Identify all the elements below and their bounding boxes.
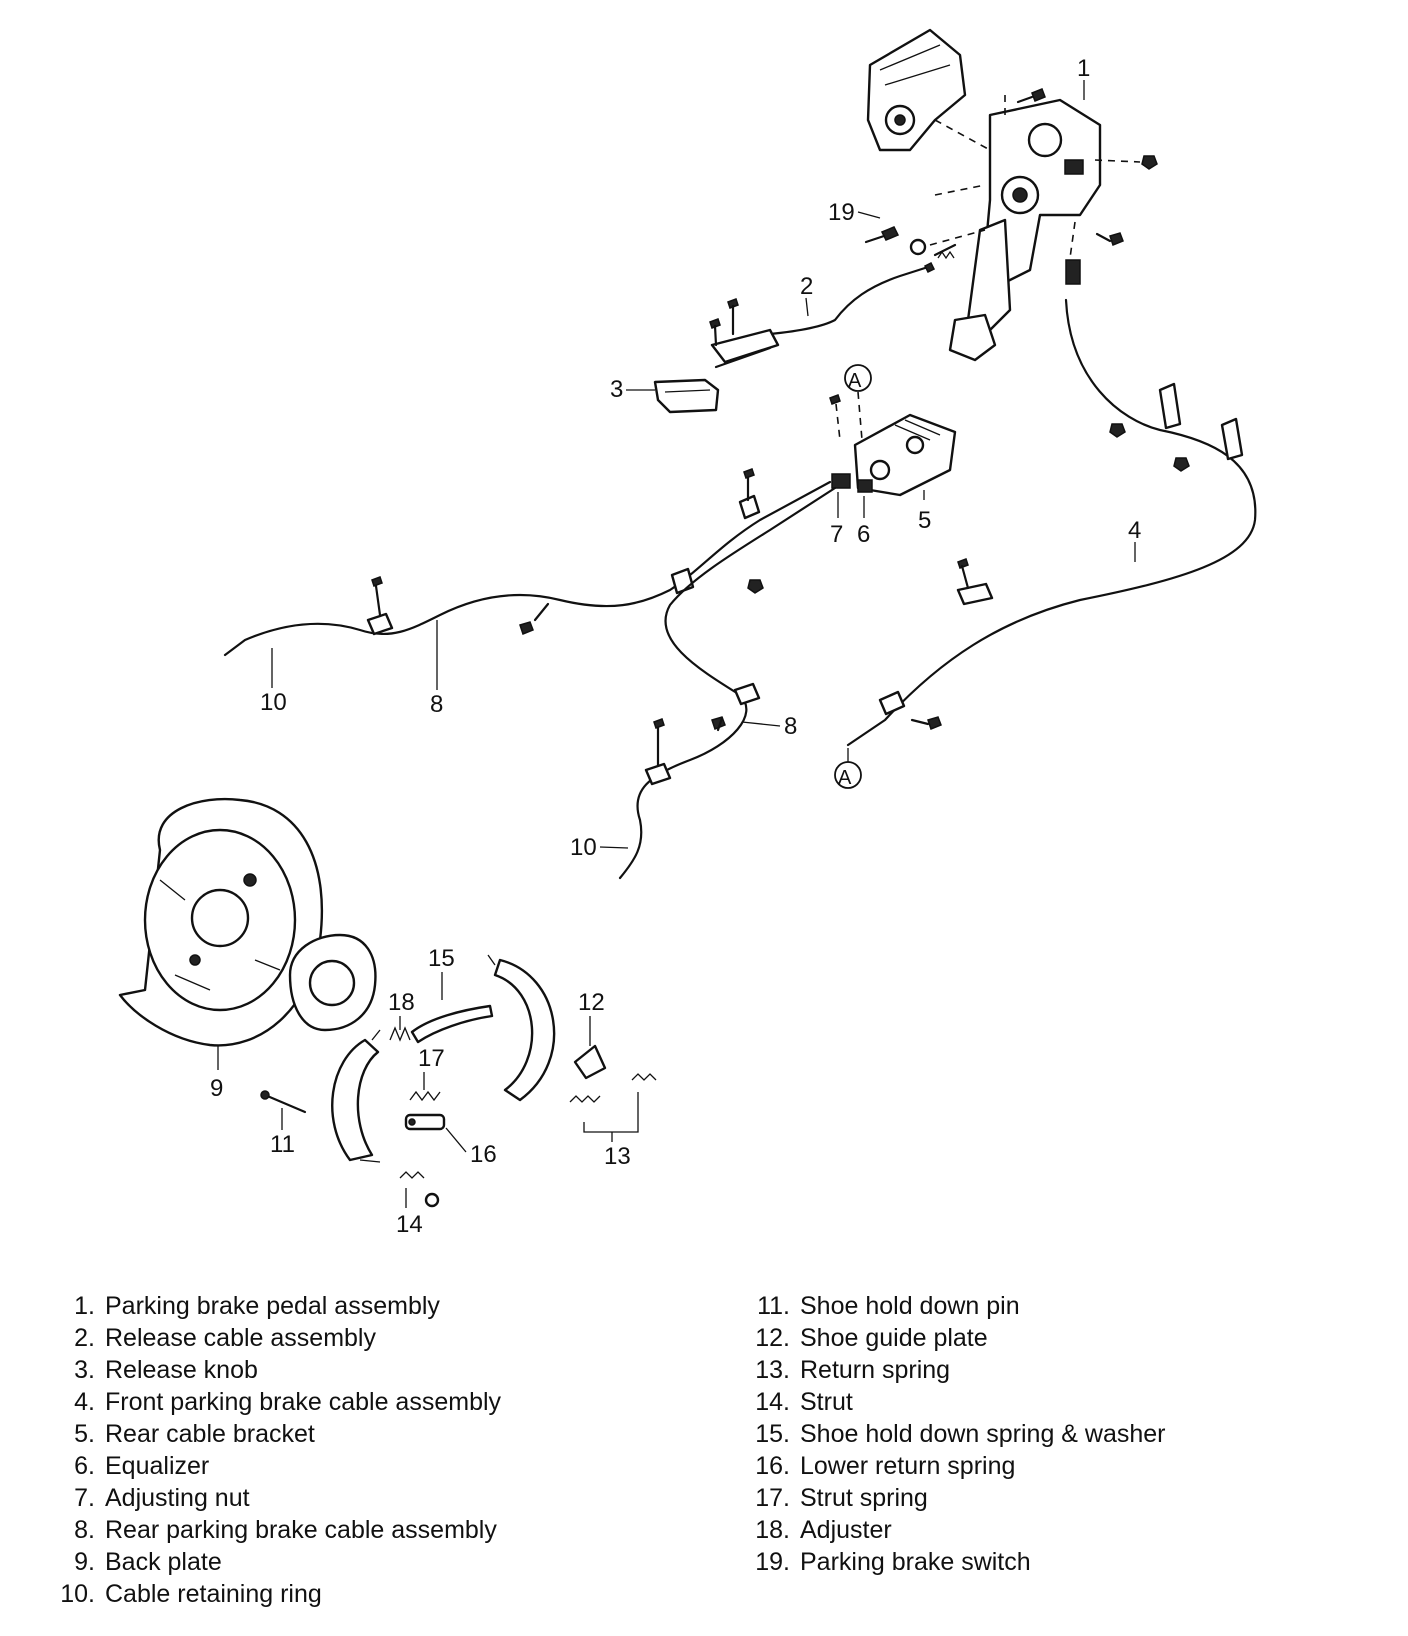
legend-item: 12.Shoe guide plate xyxy=(755,1324,988,1352)
legend-item: 7.Adjusting nut xyxy=(74,1484,250,1512)
brake-shoe-right-part xyxy=(487,954,556,1102)
callout-15: 14 xyxy=(396,1188,423,1238)
release-cable-part xyxy=(709,261,936,369)
svg-text:15: 15 xyxy=(428,945,455,972)
legend-item: 10.Cable retaining ring xyxy=(60,1580,322,1608)
callout-1: 1 xyxy=(1077,55,1090,100)
svg-text:A: A xyxy=(838,767,852,789)
legend-item: 16.Lower return spring xyxy=(755,1452,1016,1480)
callout-8-right: 8 xyxy=(741,713,797,740)
strut-part xyxy=(410,1004,494,1044)
svg-text:1: 1 xyxy=(1077,55,1090,82)
legend-item: 17.Strut spring xyxy=(755,1484,928,1512)
legend-item: 2.Release cable assembly xyxy=(74,1324,376,1352)
svg-text:14: 14 xyxy=(396,1211,423,1238)
pedal-assembly-part xyxy=(948,98,1102,362)
legend: 1.Parking brake pedal assembly 2.Release… xyxy=(0,1290,1408,1630)
marker-A-upper: A xyxy=(844,364,872,441)
marker-A-lower: A xyxy=(834,748,862,789)
svg-text:2: 2 xyxy=(800,273,813,300)
legend-item: 15.Shoe hold down spring & washer xyxy=(755,1420,1166,1448)
lower-return-spring-part xyxy=(409,1090,441,1102)
svg-text:5: 5 xyxy=(918,507,931,534)
svg-text:19: 19 xyxy=(828,199,855,226)
svg-text:7: 7 xyxy=(830,521,843,548)
callout-14: 15 xyxy=(428,945,455,1000)
svg-text:8: 8 xyxy=(430,691,443,718)
svg-text:4: 4 xyxy=(1128,517,1141,544)
strut-spring-part xyxy=(389,1026,411,1042)
legend-item: 3.Release knob xyxy=(74,1356,258,1384)
release-knob-part xyxy=(653,378,720,414)
adjuster-part xyxy=(404,1113,446,1131)
legend-item: 4.Front parking brake cable assembly xyxy=(74,1388,502,1416)
callout-8-left: 8 xyxy=(430,620,443,718)
legend-item: 6.Equalizer xyxy=(74,1452,210,1480)
back-plate-part xyxy=(118,797,324,1047)
callout-17: 18 xyxy=(388,989,415,1030)
equalizer-part xyxy=(831,473,873,493)
callout-10-left: 10 xyxy=(260,648,287,716)
svg-text:9: 9 xyxy=(210,1075,223,1102)
legend-column-right: 11.Shoe hold down pin 12.Shoe guide plat… xyxy=(735,1290,1375,1578)
front-cable-part xyxy=(846,298,1257,747)
svg-text:3: 3 xyxy=(610,376,623,403)
legend-column-left: 1.Parking brake pedal assembly 2.Release… xyxy=(40,1290,700,1610)
legend-item: 18.Adjuster xyxy=(755,1516,892,1544)
rear-cable-left-part xyxy=(223,468,832,657)
legend-item: 1.Parking brake pedal assembly xyxy=(74,1292,440,1320)
pedal-bolt-icons xyxy=(1016,88,1158,246)
callout-18: 16 xyxy=(445,1127,497,1168)
pedal-cover-part xyxy=(866,28,967,152)
svg-text:12: 12 xyxy=(578,989,605,1016)
callout-13: 13 xyxy=(583,1092,639,1170)
legend-item: 13.Return spring xyxy=(755,1356,951,1384)
svg-text:11: 11 xyxy=(270,1131,295,1158)
callout-11: 11 xyxy=(270,1108,295,1158)
parking-brake-switch-part xyxy=(864,226,957,260)
callout-16: 17 xyxy=(418,1045,445,1090)
legend-item: 5.Rear cable bracket xyxy=(74,1420,315,1448)
shoe-guide-plate-part xyxy=(573,1044,607,1080)
callout-19: 19 xyxy=(828,199,881,226)
legend-item: 14.Strut xyxy=(755,1388,853,1416)
svg-text:8: 8 xyxy=(784,713,797,740)
hold-down-pin-part xyxy=(260,1090,307,1114)
gasket-part xyxy=(288,933,377,1032)
svg-text:6: 6 xyxy=(857,521,870,548)
callout-7: 7 xyxy=(830,492,843,548)
callout-10-right: 10 xyxy=(570,834,629,861)
svg-text:17: 17 xyxy=(418,1045,445,1072)
exploded-parking-brake-diagram: 1 19 2 3 xyxy=(118,28,1257,1238)
brake-shoe-left-part xyxy=(331,1029,381,1163)
legend-item: 11.Shoe hold down pin xyxy=(757,1292,1020,1320)
svg-text:18: 18 xyxy=(388,989,415,1016)
svg-text:A: A xyxy=(848,370,862,392)
legend-item: 19.Parking brake switch xyxy=(755,1548,1031,1576)
svg-text:10: 10 xyxy=(570,834,597,861)
callout-3: 3 xyxy=(610,376,655,403)
svg-text:10: 10 xyxy=(260,689,287,716)
callout-4: 4 xyxy=(1128,517,1141,562)
legend-item: 9.Back plate xyxy=(74,1548,222,1576)
callout-9: 9 xyxy=(210,1045,223,1102)
legend-item: 8.Rear parking brake cable assembly xyxy=(74,1516,497,1544)
rear-cable-right-part xyxy=(618,486,837,880)
callout-12: 12 xyxy=(578,989,605,1046)
hold-down-spring-part xyxy=(399,1171,440,1208)
callout-2: 2 xyxy=(800,273,813,317)
svg-text:16: 16 xyxy=(470,1141,497,1168)
return-spring-part xyxy=(569,1073,657,1103)
svg-text:13: 13 xyxy=(604,1143,631,1170)
callout-5: 5 xyxy=(918,490,931,534)
callout-6: 6 xyxy=(857,496,870,548)
